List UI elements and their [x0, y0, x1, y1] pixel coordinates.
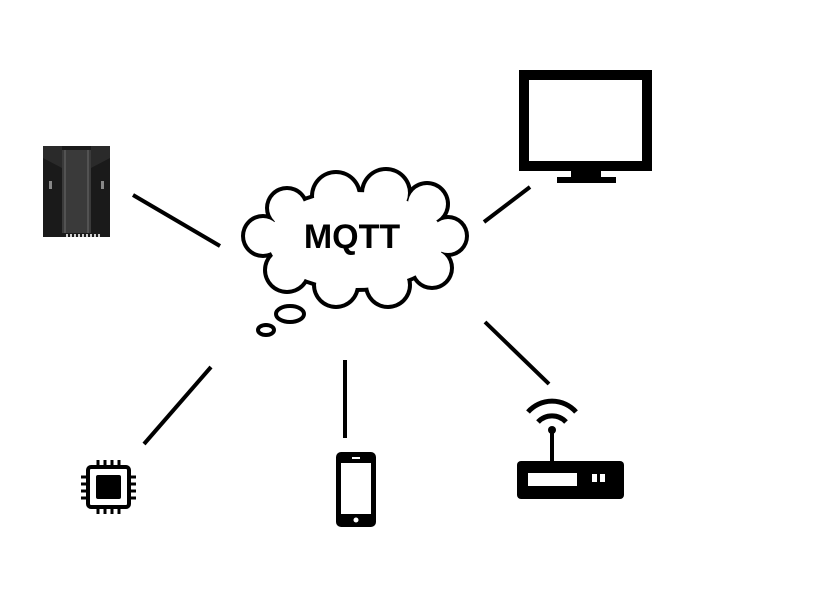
microchip-icon [81, 460, 136, 514]
smartphone-icon [336, 452, 376, 527]
connection-monitor [482, 185, 532, 224]
connection-lines [131, 185, 551, 446]
connection-microchip [142, 365, 213, 446]
wifi-router-icon [517, 398, 624, 499]
mqtt-cloud: MQTT [241, 167, 469, 337]
cloud-bubble-small [256, 323, 276, 337]
cloud-bubble-large [274, 304, 306, 324]
monitor-icon [519, 70, 652, 183]
cloud-icon [241, 167, 469, 337]
din-rail-enclosure-icon [43, 146, 110, 237]
cloud-label: MQTT [304, 218, 401, 256]
connection-router [483, 320, 551, 386]
connection-enclosure [131, 193, 222, 248]
